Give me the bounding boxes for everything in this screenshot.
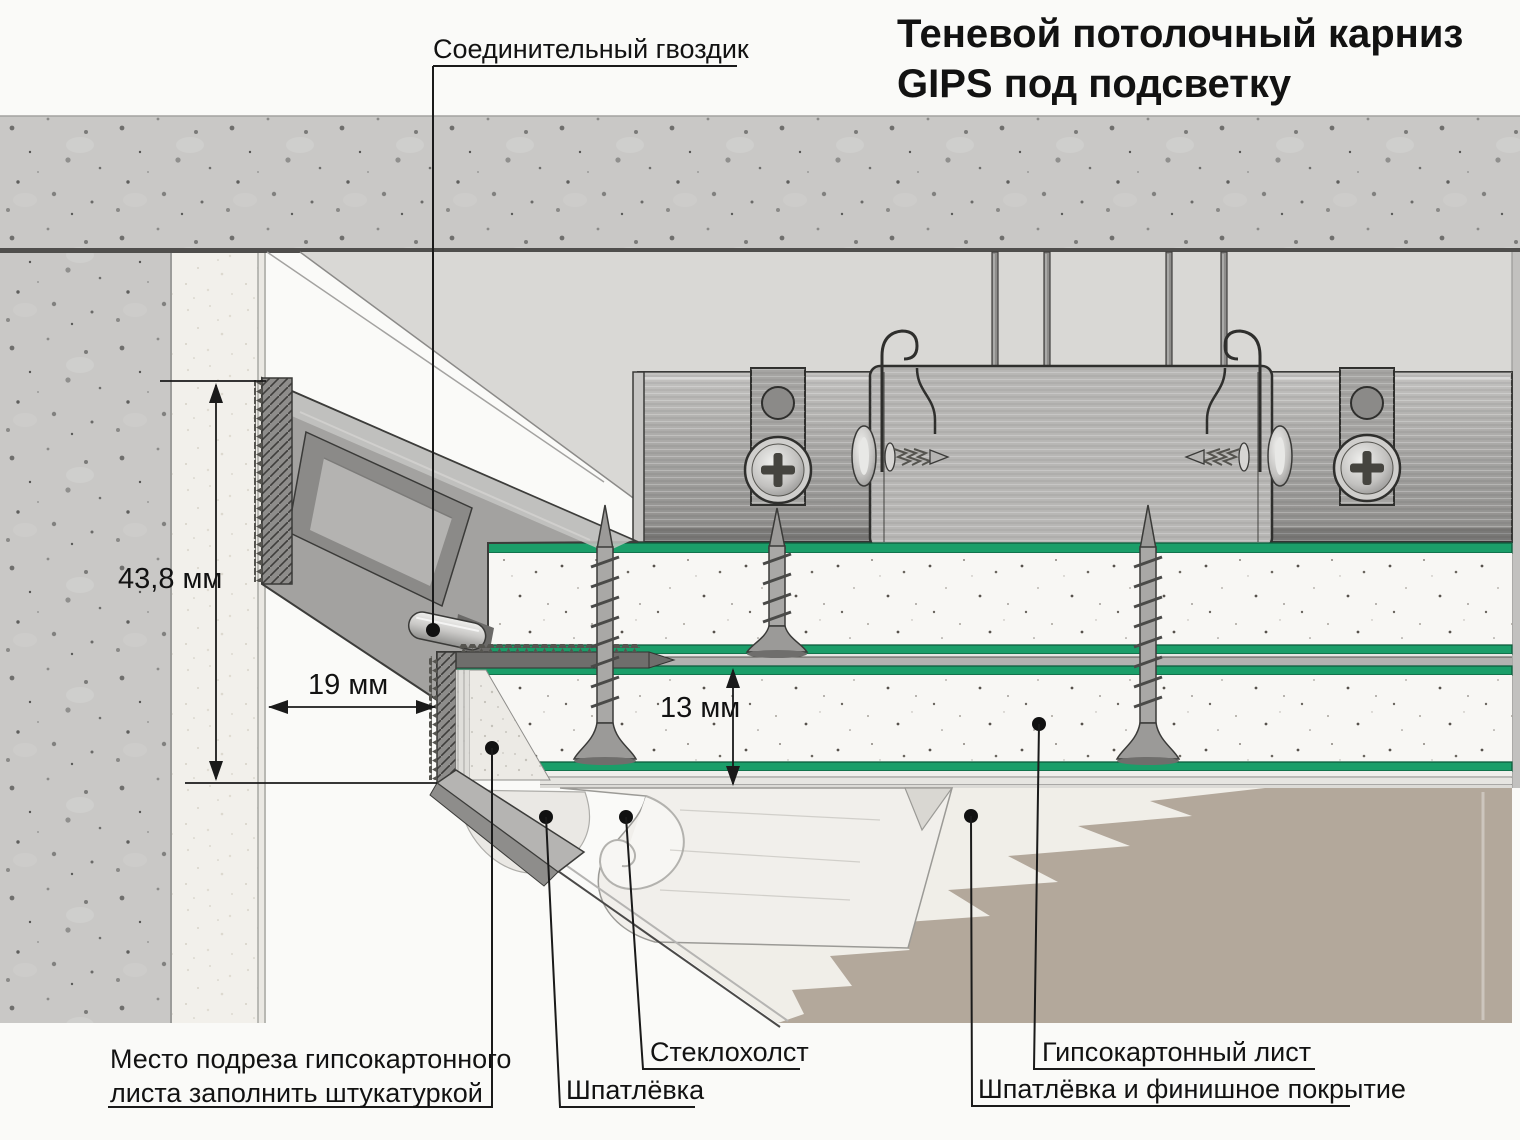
callout-putty: Шпатлёвка [539, 810, 705, 1108]
callout-finish-label: Шпатлёвка и финишное покрытие [978, 1074, 1406, 1104]
dimension-43-8: 43,8 мм [118, 380, 437, 784]
fiberglass-mesh-sheet [559, 787, 954, 949]
connector-curl-left [880, 329, 919, 472]
callout-cut-line2: листа заполнить штукатуркой [110, 1078, 483, 1108]
title-line2: GIPS под подсветку [897, 62, 1292, 106]
diagram-title: Теневой потолочный карниз GIPS под подсв… [897, 12, 1463, 106]
wall-plaster-layer [172, 253, 266, 1023]
putty-skim-layers [540, 771, 1512, 788]
concrete-wall [0, 253, 172, 1023]
dim-profile-depth: 19 мм [308, 669, 388, 701]
mesh-folded-corner [904, 787, 954, 832]
callout-board-label: Гипсокартонный лист [1042, 1037, 1311, 1067]
callout-nail-label: Соединительный гвоздик [433, 34, 749, 64]
connecting-pin [407, 611, 487, 651]
mesh-curl [598, 795, 685, 890]
callout-cut-area: Место подреза гипсокартонного листа запо… [108, 741, 511, 1108]
dimension-13: 13 мм [660, 668, 740, 786]
dim-profile-height: 43,8 мм [118, 563, 222, 595]
profile-lower-flange [436, 651, 457, 784]
shadow-profile [254, 376, 676, 887]
gypsum-board-second-layer [454, 665, 1513, 772]
profile-middle-flange [436, 651, 650, 669]
dimension-19: 19 мм [268, 669, 436, 714]
callout-connecting-nail: Соединительный гвоздик [426, 34, 749, 637]
callout-mesh-label: Стеклохолст [650, 1037, 809, 1067]
concrete-ceiling-slab [0, 115, 1520, 253]
dim-board-thickness: 13 мм [660, 692, 740, 724]
callout-mesh: Стеклохолст [619, 810, 809, 1070]
callout-board: Гипсокартонный лист [1032, 717, 1315, 1070]
hanger-strap-left [743, 367, 813, 506]
connector-curl-right [1223, 329, 1262, 472]
callout-putty-label: Шпатлёвка [566, 1075, 705, 1105]
hanger-strap-right [1332, 367, 1402, 506]
profile-wall-flange [261, 377, 293, 585]
gypsum-board-first-layer [487, 542, 1513, 655]
callout-cut-line1: Место подреза гипсокартонного [110, 1044, 511, 1074]
title-line1: Теневой потолочный карниз [897, 12, 1463, 56]
callout-finish: Шпатлёвка и финишное покрытие [964, 809, 1406, 1107]
